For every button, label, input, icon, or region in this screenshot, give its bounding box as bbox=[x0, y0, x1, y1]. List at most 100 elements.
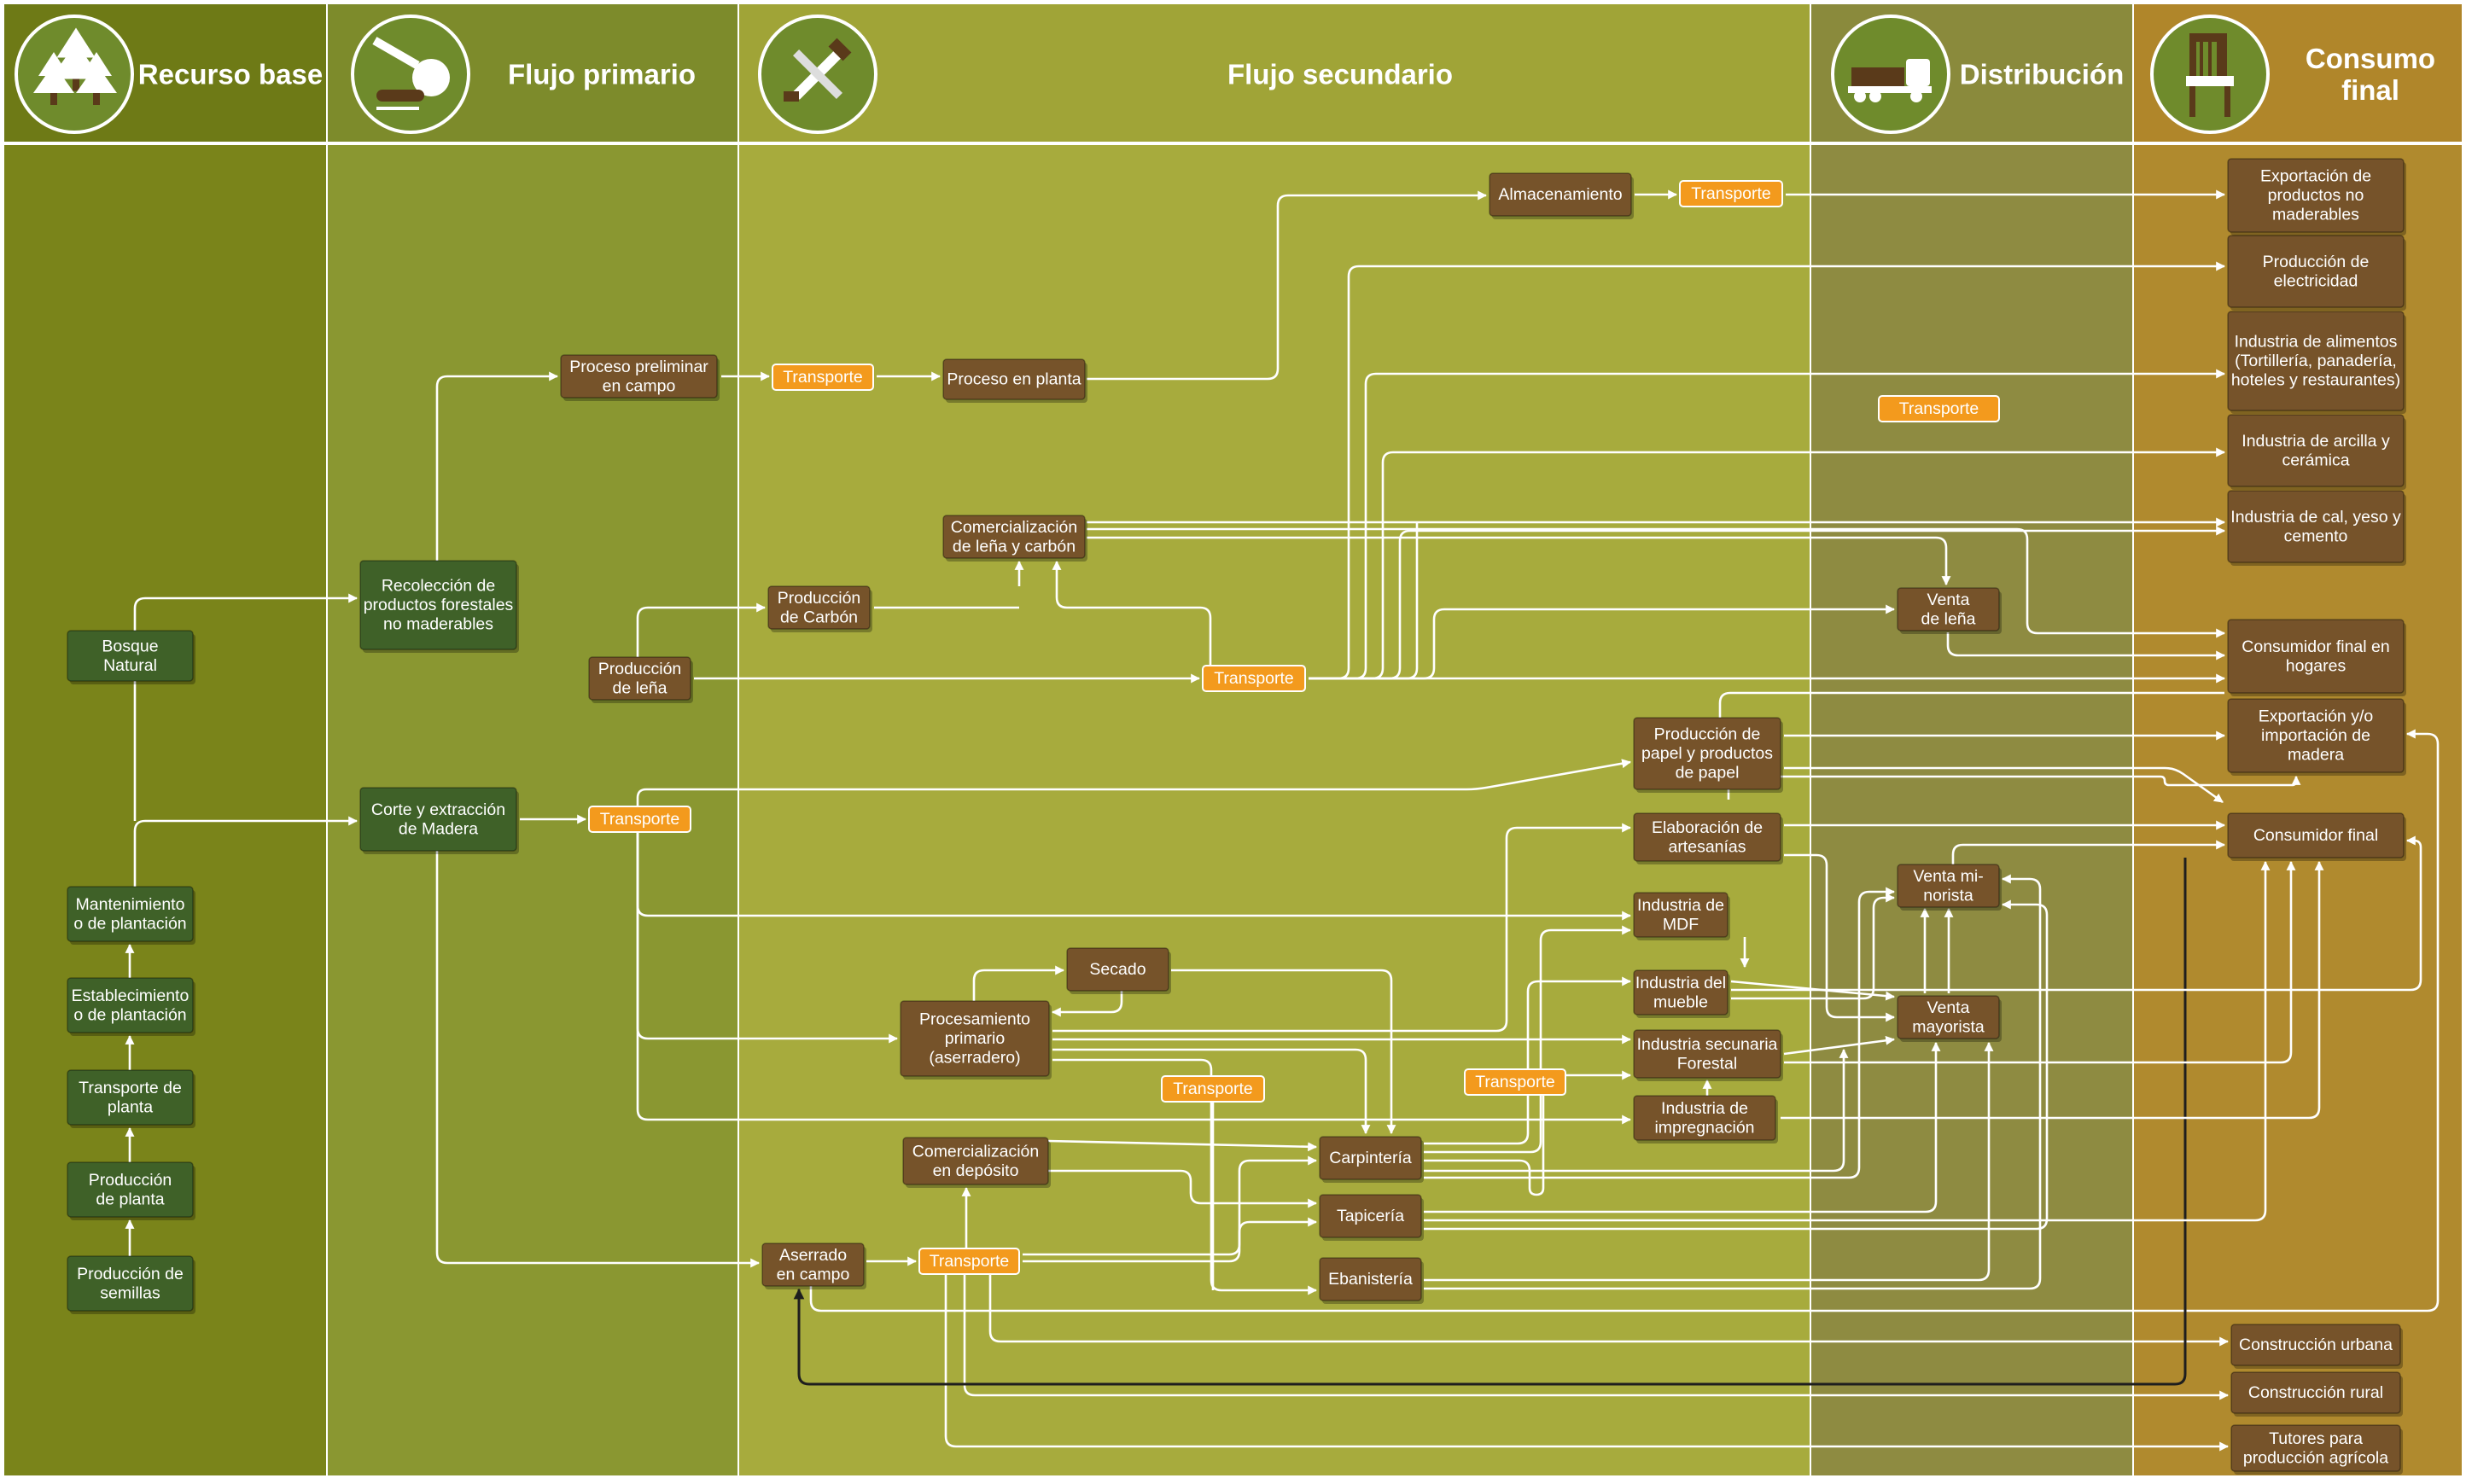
flow-arrow bbox=[1424, 1048, 1849, 1173]
transport-t_corte: Transporte bbox=[588, 806, 691, 833]
node-alimentos: Industria de alimentos(Tortillería, pana… bbox=[2227, 311, 2406, 414]
node-label: mueble bbox=[1653, 992, 1708, 1011]
node-label: Tutores para bbox=[2269, 1429, 2363, 1448]
transport-label: Transporte bbox=[783, 368, 863, 387]
transport-label: Transporte bbox=[1899, 399, 1979, 418]
node-label: semillas bbox=[100, 1283, 160, 1302]
node-label: Transporte de bbox=[79, 1079, 182, 1097]
flow-arrow bbox=[1424, 976, 1632, 1145]
node-label: Recolección de bbox=[382, 577, 495, 596]
node-label: artesanías bbox=[1668, 837, 1746, 856]
node-label: Elaboración de bbox=[1652, 818, 1763, 837]
flow-arrow bbox=[1087, 536, 1951, 586]
flow-arrow bbox=[435, 371, 559, 561]
chair-icon bbox=[2150, 15, 2270, 134]
node-label: Venta bbox=[1927, 591, 1970, 609]
node-label: Producción bbox=[598, 660, 682, 678]
node-label: impregnación bbox=[1654, 1118, 1754, 1137]
flow-arrow bbox=[1784, 853, 1896, 1022]
transport-label: Transporte bbox=[1691, 184, 1771, 203]
band-distribucion bbox=[1811, 145, 2132, 1475]
truck-icon bbox=[1831, 15, 1950, 134]
node-label: Forestal bbox=[1677, 1054, 1737, 1073]
node-label: Tapicería bbox=[1337, 1207, 1404, 1225]
flow-arrows bbox=[125, 189, 2440, 1452]
node-label: Comercialización bbox=[912, 1142, 1039, 1161]
transport-label: Transporte bbox=[1475, 1073, 1555, 1091]
flow-arrow bbox=[1052, 1048, 1371, 1135]
node-label: Industria de bbox=[1637, 896, 1724, 915]
transport-t_procesamiento: Transporte bbox=[1161, 1075, 1265, 1103]
node-label: de leña y carbón bbox=[953, 537, 1076, 556]
tools-icon bbox=[758, 15, 877, 134]
node-label: cemento bbox=[2284, 527, 2348, 545]
node-label: MDF bbox=[1663, 915, 1699, 934]
flow-arrow bbox=[1731, 835, 2422, 992]
trees-icon bbox=[15, 15, 134, 134]
node-label: en depósito bbox=[933, 1161, 1019, 1180]
node-label: Industria secunaria bbox=[1637, 1035, 1778, 1054]
node-label: Construcción urbana bbox=[2239, 1336, 2393, 1354]
node-label: maderables bbox=[2272, 206, 2359, 224]
flow-arrow bbox=[944, 1274, 2230, 1452]
node-label: Procesamiento bbox=[919, 1010, 1030, 1029]
node-label: de planta bbox=[96, 1190, 164, 1208]
node-label: Carpintería bbox=[1329, 1149, 1412, 1167]
transport-t_aserrado: Transporte bbox=[918, 1248, 1020, 1275]
flow-arrow bbox=[1784, 860, 2296, 1064]
transport-label: Transporte bbox=[1173, 1080, 1253, 1098]
transport-nodes: TransporteTransporteTransporteTransporte… bbox=[588, 180, 2000, 1275]
flow-arrow bbox=[1023, 1217, 1318, 1256]
node-label: Producción bbox=[778, 589, 861, 608]
flow-arrow bbox=[636, 759, 1632, 806]
node-label: papel y productos bbox=[1641, 744, 1773, 763]
node-label: Industria de bbox=[1661, 1099, 1748, 1118]
node-label: Exportación y/o bbox=[2259, 707, 2374, 726]
node-label: electricidad bbox=[2274, 271, 2358, 290]
node-label: producción agrícola bbox=[2243, 1448, 2388, 1467]
flow-arrow bbox=[1946, 632, 2226, 661]
node-label: o de plantación bbox=[73, 914, 186, 933]
flow-arrow bbox=[1424, 1041, 1994, 1282]
node-label: Almacenamiento bbox=[1498, 185, 1622, 204]
node-label: Industria de alimentos bbox=[2235, 333, 2398, 352]
flow-arrow bbox=[793, 858, 2187, 1386]
column-title-consumo: Consumo bbox=[2306, 43, 2435, 74]
node-label: madera bbox=[2288, 746, 2344, 765]
node-label: productos forestales bbox=[364, 596, 514, 614]
node-label: Construcción rural bbox=[2248, 1383, 2383, 1402]
flow-arrow bbox=[1087, 527, 2226, 638]
transport-t_mueble: Transporte bbox=[1464, 1068, 1566, 1096]
node-label: de leña bbox=[613, 678, 668, 697]
node-label: hoteles y restaurantes) bbox=[2231, 371, 2400, 390]
node-label: Industria de cal, yeso y bbox=[2230, 508, 2401, 527]
node-label: Industria del bbox=[1635, 974, 1726, 992]
node-label: mayorista bbox=[1912, 1017, 1985, 1036]
band-secundario bbox=[739, 145, 1810, 1475]
transport-t_distribucion: Transporte bbox=[1878, 395, 2000, 422]
column-title-recurso: Recurso base bbox=[138, 59, 323, 90]
flow-arrow bbox=[1424, 860, 2271, 1222]
flow-arrow bbox=[988, 1274, 2230, 1347]
node-label: productos no bbox=[2268, 186, 2364, 205]
node-label: Establecimiento bbox=[72, 986, 189, 1005]
node-carpinteria: Carpintería bbox=[1319, 1136, 1424, 1183]
flow-arrow bbox=[1052, 560, 1212, 666]
node-label: (Tortillería, panadería, bbox=[2235, 352, 2397, 370]
flow-arrow bbox=[1047, 1139, 1318, 1152]
node-label: no maderables bbox=[383, 615, 493, 634]
